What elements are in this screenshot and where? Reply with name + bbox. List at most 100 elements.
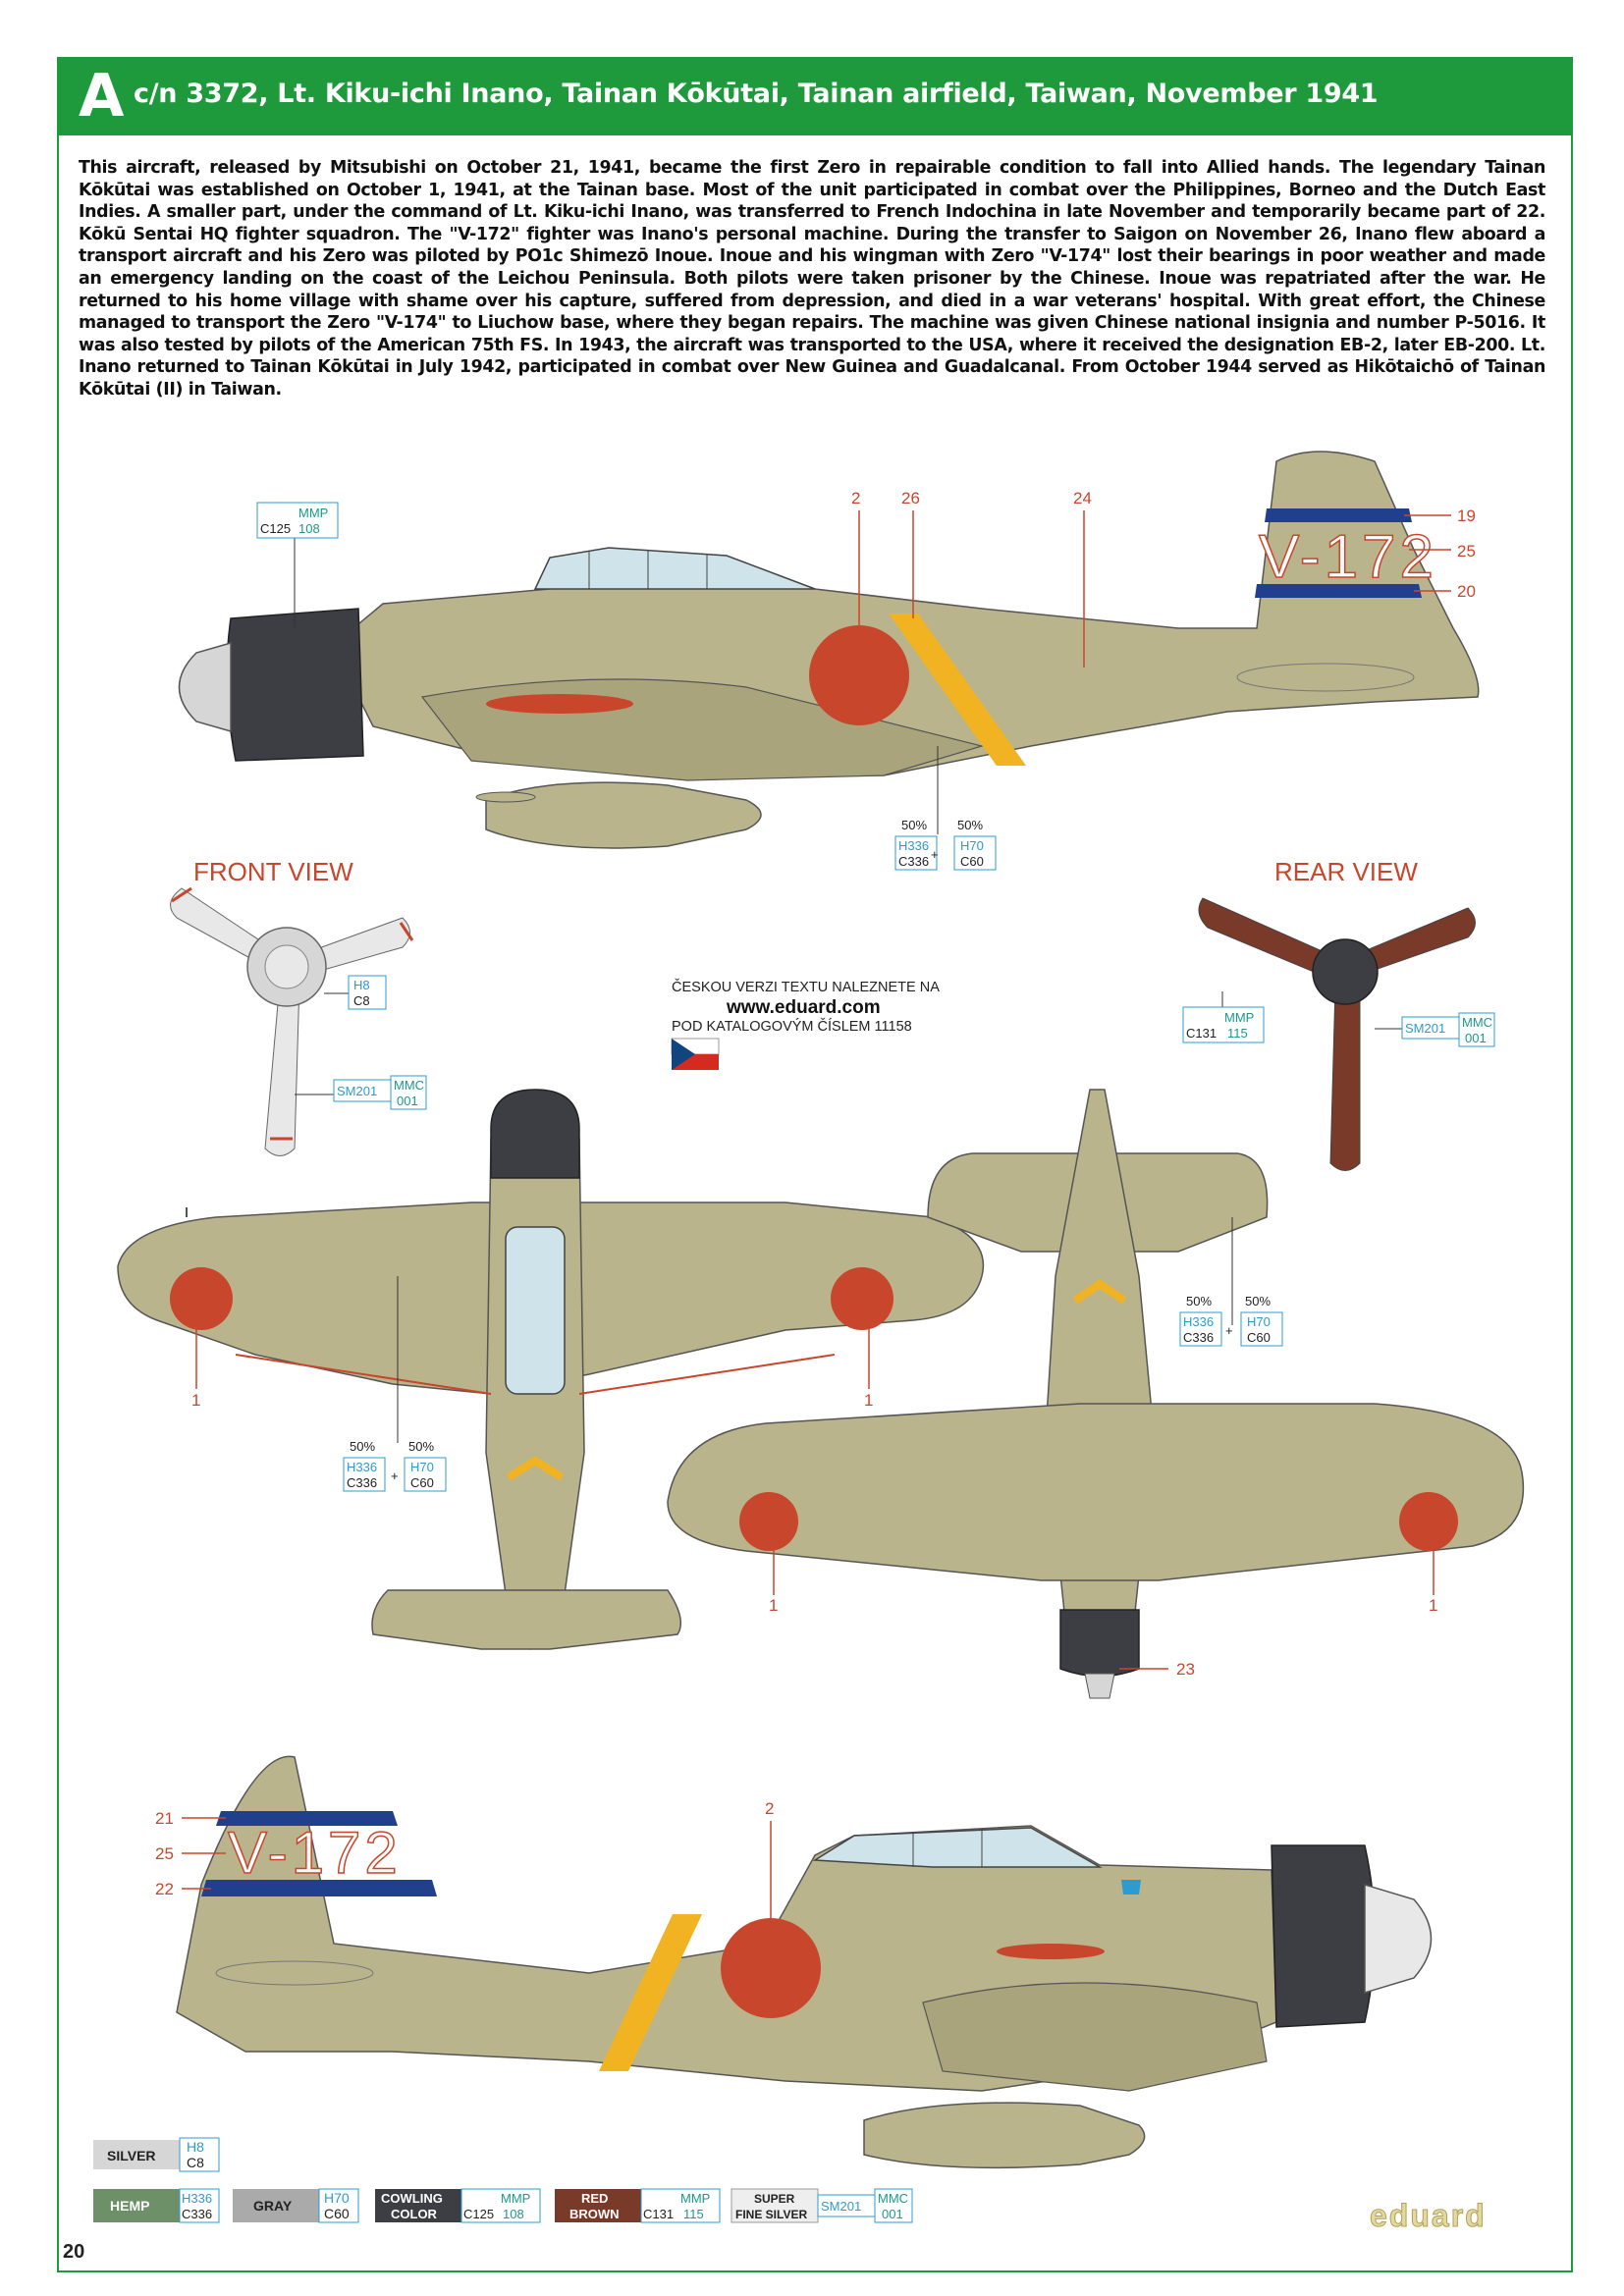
svg-text:C60: C60 xyxy=(960,854,984,869)
svg-text:POD KATALOGOVÝM ČÍSLEM 11158: POD KATALOGOVÝM ČÍSLEM 11158 xyxy=(672,1018,912,1035)
svg-text:GRAY: GRAY xyxy=(253,2198,293,2214)
svg-text:20: 20 xyxy=(1457,582,1476,601)
svg-text:MMC: MMC xyxy=(1462,1015,1492,1030)
svg-text:25: 25 xyxy=(155,1844,174,1863)
bottom-hinomaru-left xyxy=(739,1492,798,1551)
svg-text:001: 001 xyxy=(1465,1031,1487,1045)
paint-box-silver-front: H8 C8 xyxy=(324,975,387,1010)
svg-text:19: 19 xyxy=(1457,507,1476,525)
legend-swatch-sfs xyxy=(731,2188,819,2223)
paint-box-sfs-front: SM201 MMC 001 xyxy=(295,1075,427,1110)
svg-text:C125: C125 xyxy=(463,2207,494,2221)
paint-box-redbrown-rear: MMP C131 115 xyxy=(1182,991,1265,1043)
profile-callouts: 2 26 24 19 25 20 xyxy=(851,489,1476,675)
tail-band-upper xyxy=(1265,508,1412,522)
rear-spinner xyxy=(1312,938,1379,1005)
header-bar: A c/n 3372, Lt. Kiku-ichi Inano, Tainan … xyxy=(57,57,1573,135)
svg-text:22: 22 xyxy=(155,1880,174,1898)
svg-text:COWLING: COWLING xyxy=(381,2191,443,2206)
svg-text:108: 108 xyxy=(298,521,320,536)
svg-text:FINE SILVER: FINE SILVER xyxy=(735,2208,807,2221)
bottom-view-callouts: 1 1 23 xyxy=(769,1541,1437,1679)
legend-swatch-cowling xyxy=(375,2189,461,2222)
top-canopy xyxy=(505,1226,566,1395)
svg-text:25: 25 xyxy=(1457,542,1476,561)
svg-text:H70: H70 xyxy=(324,2190,350,2206)
svg-text:+: + xyxy=(931,847,939,862)
scheme-letter: A xyxy=(79,62,125,131)
svg-text:C336: C336 xyxy=(898,854,929,869)
bottom-hinomaru-right xyxy=(1399,1492,1458,1551)
svg-text:C125: C125 xyxy=(260,521,291,536)
svg-text:C336: C336 xyxy=(182,2207,212,2221)
svg-text:MMP: MMP xyxy=(680,2191,710,2206)
paint-box-mix-top: 50% 50% H336 C336 + H70 C60 xyxy=(343,1276,447,1492)
svg-text:50%: 50% xyxy=(408,1439,434,1454)
svg-text:H336: H336 xyxy=(182,2191,212,2206)
svg-text:+: + xyxy=(1225,1323,1233,1338)
svg-text:SUPER: SUPER xyxy=(754,2192,795,2206)
svg-text:MMP: MMP xyxy=(298,506,328,520)
svg-text:50%: 50% xyxy=(350,1439,375,1454)
front-propeller xyxy=(170,886,414,1156)
svg-text:BROWN: BROWN xyxy=(569,2207,620,2221)
legend-swatch-gray xyxy=(233,2189,319,2222)
svg-text:C8: C8 xyxy=(187,2155,204,2170)
paint-box-cowling: MMP C125 108 xyxy=(256,502,339,628)
history-text: This aircraft, released by Mitsubishi on… xyxy=(79,158,1545,400)
bottom-view xyxy=(667,1089,1525,1699)
front-view-label: FRONT VIEW xyxy=(193,857,353,886)
legend: SILVER H8 C8 HEMP H336 C336 GRAY H70 C60… xyxy=(93,2137,913,2223)
top-cowling xyxy=(490,1089,580,1179)
cowling xyxy=(226,608,364,762)
svg-text:115: 115 xyxy=(1227,1026,1248,1041)
rp-canopy xyxy=(812,1827,1103,1868)
svg-text:RED: RED xyxy=(581,2191,608,2206)
page-title: c/n 3372, Lt. Kiku-ichi Inano, Tainan Kō… xyxy=(134,79,1379,109)
canopy xyxy=(533,547,816,590)
svg-text:H8: H8 xyxy=(187,2139,204,2155)
svg-text:1: 1 xyxy=(191,1391,200,1410)
legend-swatch-silver xyxy=(93,2140,180,2169)
top-view-callouts: 1 1 xyxy=(191,1315,873,1410)
page-number: 20 xyxy=(63,2241,84,2263)
paint-box-sfs-rear: SM201 MMC 001 xyxy=(1375,1012,1495,1047)
svg-text:ČESKOU VERZI TEXTU NALEZNETE N: ČESKOU VERZI TEXTU NALEZNETE NA xyxy=(672,979,940,995)
bottom-wing xyxy=(667,1403,1525,1581)
svg-text:C131: C131 xyxy=(1186,1026,1217,1041)
svg-text:C131: C131 xyxy=(643,2207,674,2221)
svg-text:1: 1 xyxy=(769,1596,778,1615)
czech-note: ČESKOU VERZI TEXTU NALEZNETE NA www.edua… xyxy=(671,979,940,1070)
svg-text:115: 115 xyxy=(683,2207,704,2221)
svg-text:1: 1 xyxy=(864,1391,873,1410)
brand-logo: eduard xyxy=(1370,2198,1487,2233)
svg-text:24: 24 xyxy=(1073,489,1092,507)
yellow-band xyxy=(889,614,1026,766)
svg-text:2: 2 xyxy=(851,489,860,507)
svg-text:SILVER: SILVER xyxy=(107,2148,156,2163)
svg-text:2: 2 xyxy=(765,1799,774,1818)
svg-text:C60: C60 xyxy=(324,2206,350,2221)
legend-swatch-hemp xyxy=(93,2189,180,2222)
svg-text:50%: 50% xyxy=(957,818,983,832)
rp-cowling xyxy=(1271,1844,1376,2028)
top-stabilizer xyxy=(371,1589,682,1650)
rp-drop-tank xyxy=(863,2102,1146,2169)
svg-text:H336: H336 xyxy=(347,1460,377,1474)
svg-text:H8: H8 xyxy=(353,978,370,992)
svg-text:MMP: MMP xyxy=(501,2191,530,2206)
svg-text:C60: C60 xyxy=(410,1475,434,1490)
rp-tail-band-lower xyxy=(201,1880,437,1896)
left-profile: V-172 xyxy=(178,451,1480,849)
top-view xyxy=(117,1089,985,1650)
svg-text:MMC: MMC xyxy=(878,2191,908,2206)
right-profile-callouts: 21 25 22 2 xyxy=(155,1799,774,1968)
paint-box-mix-bottom: 50% 50% H336 C336 + H70 C60 xyxy=(1179,1217,1283,1347)
top-hinomaru-left xyxy=(170,1267,233,1330)
svg-text:26: 26 xyxy=(901,489,920,507)
svg-text:50%: 50% xyxy=(901,818,927,832)
svg-text:50%: 50% xyxy=(1245,1294,1271,1308)
svg-text:SM201: SM201 xyxy=(337,1084,377,1098)
svg-text:C8: C8 xyxy=(353,993,370,1008)
